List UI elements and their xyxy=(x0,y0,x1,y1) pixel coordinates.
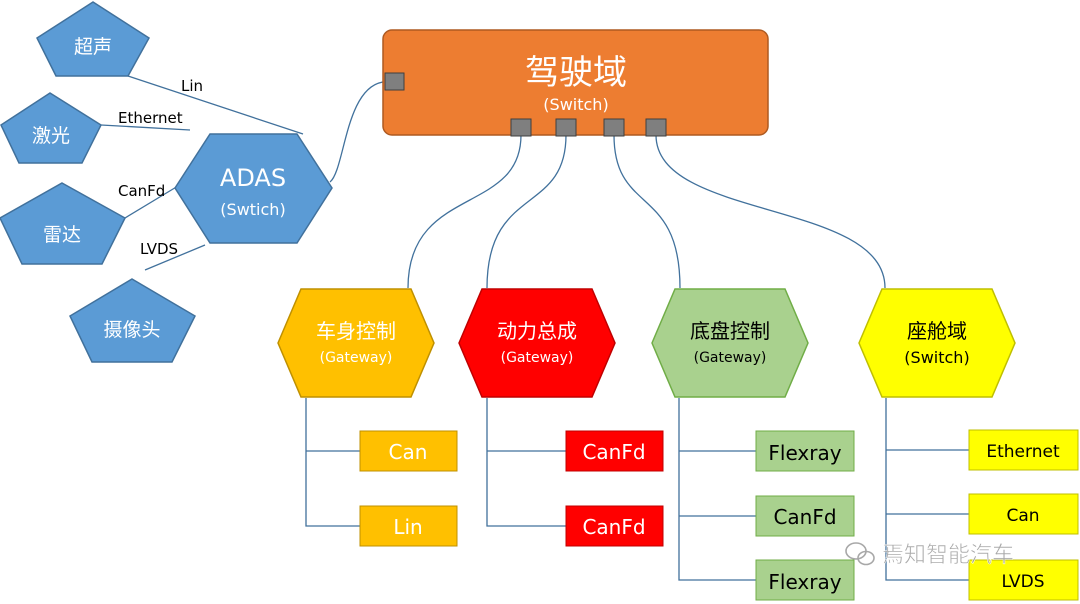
wechat-icon xyxy=(845,542,875,566)
bus-chassis-canfd-box xyxy=(755,495,855,537)
sensor-radar-label: 雷达 xyxy=(43,224,81,246)
watermark: 焉知智能汽车 xyxy=(845,542,1014,568)
link-camera xyxy=(144,244,206,271)
bus-cockpit-ethernet-box xyxy=(968,429,1079,471)
link-radar xyxy=(124,185,179,219)
domain-chassis-hexagon xyxy=(651,288,809,398)
port-adas xyxy=(384,72,405,91)
main-switch-subtitle: (Switch) xyxy=(543,95,608,114)
bus-cockpit-can-box xyxy=(968,493,1079,535)
connector-main-adas xyxy=(329,81,384,183)
sensor-camera-label: 摄像头 xyxy=(103,319,160,341)
domain-body-hexagon xyxy=(277,288,435,398)
sensor-ultrasonic-pentagon xyxy=(36,1,150,77)
link-label-canfd: CanFd xyxy=(118,182,165,200)
main-connectors xyxy=(329,81,886,289)
domain-body-subtitle: (Gateway) xyxy=(320,350,393,366)
ports xyxy=(384,72,667,137)
tree-powertrain xyxy=(486,398,566,527)
domain-cockpit-hexagon xyxy=(858,288,1016,398)
bus-body-lin-label: Lin xyxy=(393,515,422,539)
bus-powertrain-canfd-1-box xyxy=(565,430,664,472)
port-chassis xyxy=(603,118,625,137)
domain-chassis-title: 底盘控制 xyxy=(690,319,770,343)
domain-powertrain-title: 动力总成 xyxy=(497,319,577,343)
port-powertrain xyxy=(555,118,577,137)
sensor-lidar-pentagon xyxy=(0,92,102,164)
domain-powertrain-subtitle: (Gateway) xyxy=(501,350,574,366)
connector-main-cockpit xyxy=(655,134,886,289)
bus-body-can-box xyxy=(359,430,458,472)
domain-chassis-subtitle: (Gateway) xyxy=(694,350,767,366)
sensor-lidar-label: 激光 xyxy=(32,125,70,147)
connector-main-powertrain xyxy=(486,134,567,289)
bus-cockpit-ethernet-label: Ethernet xyxy=(986,442,1060,462)
port-body xyxy=(510,118,532,137)
sensor-camera-pentagon xyxy=(69,278,196,363)
domain-powertrain-hexagon xyxy=(458,288,616,398)
link-ultrasonic xyxy=(127,75,304,135)
sensor-ultrasonic-label: 超声 xyxy=(74,36,112,58)
bus-trees xyxy=(305,398,969,581)
domain-cockpit-subtitle: (Switch) xyxy=(904,348,969,367)
sensor-radar-pentagon xyxy=(0,182,126,265)
link-label-lvds: LVDS xyxy=(140,240,178,258)
tree-chassis xyxy=(678,398,756,581)
link-label-lin: Lin xyxy=(181,77,203,95)
bus-powertrain-canfd-2-box xyxy=(565,505,664,547)
bus-powertrain-canfd-1-label: CanFd xyxy=(582,440,645,464)
bus-cockpit-can-label: Can xyxy=(1006,506,1039,526)
port-cockpit xyxy=(645,118,667,137)
tree-body xyxy=(305,398,360,527)
bus-chassis-flexray-2-label: Flexray xyxy=(768,570,841,594)
adas-subtitle: (Swtich) xyxy=(220,200,285,219)
bus-body-lin-box xyxy=(359,505,458,547)
bus-cockpit-lvds-label: LVDS xyxy=(1001,572,1044,592)
link-label-ethernet: Ethernet xyxy=(118,109,183,127)
tree-cockpit xyxy=(885,398,969,581)
domain-cockpit-title: 座舱域 xyxy=(907,319,967,343)
domain-body-title: 车身控制 xyxy=(316,319,396,343)
bus-body-can-label: Can xyxy=(389,440,428,464)
connector-main-chassis xyxy=(613,134,681,289)
main-switch-title: 驾驶域 xyxy=(525,53,627,93)
bus-chassis-canfd-label: CanFd xyxy=(773,505,836,529)
adas-hexagon xyxy=(174,133,333,244)
watermark-text: 焉知智能汽车 xyxy=(882,543,1014,568)
connector-main-body xyxy=(407,134,522,289)
bus-chassis-flexray-1-label: Flexray xyxy=(768,441,841,465)
bus-powertrain-canfd-2-label: CanFd xyxy=(582,515,645,539)
bus-chassis-flexray-1-box xyxy=(755,430,855,472)
adas-title: ADAS xyxy=(220,164,286,192)
bus-cockpit-lvds-box xyxy=(968,559,1079,601)
sensor-links xyxy=(100,75,304,271)
link-lidar xyxy=(100,124,191,131)
bus-chassis-flexray-2-box xyxy=(755,559,855,601)
